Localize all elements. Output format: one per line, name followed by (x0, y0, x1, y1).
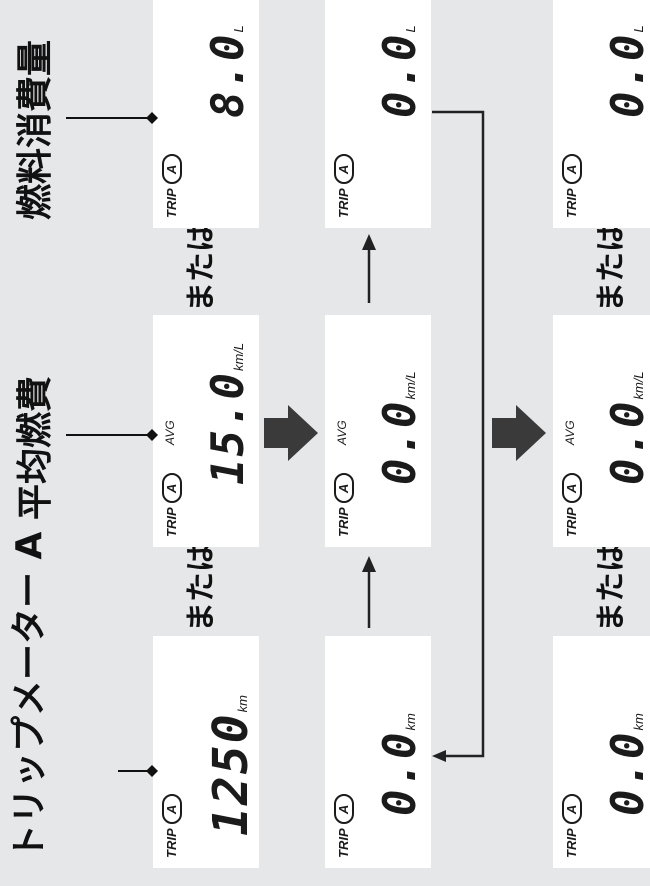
panel-col2-fuel: TRIPA 0.0L (325, 0, 431, 228)
big-arrow-right-1 (264, 405, 318, 461)
panel-col2-trip: TRIPA 0.0km (325, 636, 431, 868)
big-arrow-right-2 (492, 405, 546, 461)
panel-col3-fuel: TRIPA 0.0L (553, 0, 650, 228)
leader-fuel (66, 112, 158, 124)
arrow-up-2 (362, 234, 376, 303)
panel-col2-avg: TRIPA AVG 0.0km/L (325, 315, 431, 547)
panel-col1-trip: TRIPA 1250km (153, 636, 259, 868)
panel-col1-fuel: TRIPA 8.0L (153, 0, 259, 228)
panel-col3-avg: TRIPA AVG 0.0km/L (553, 315, 650, 547)
arrow-up-1 (362, 556, 376, 628)
leader-avg (66, 429, 158, 441)
panel-col3-trip: TRIPA 0.0km (553, 636, 650, 868)
loop-connector (432, 110, 485, 762)
panel-col1-avg: TRIPA AVG 15.0km/L (153, 315, 259, 547)
leader-trip (118, 765, 158, 777)
